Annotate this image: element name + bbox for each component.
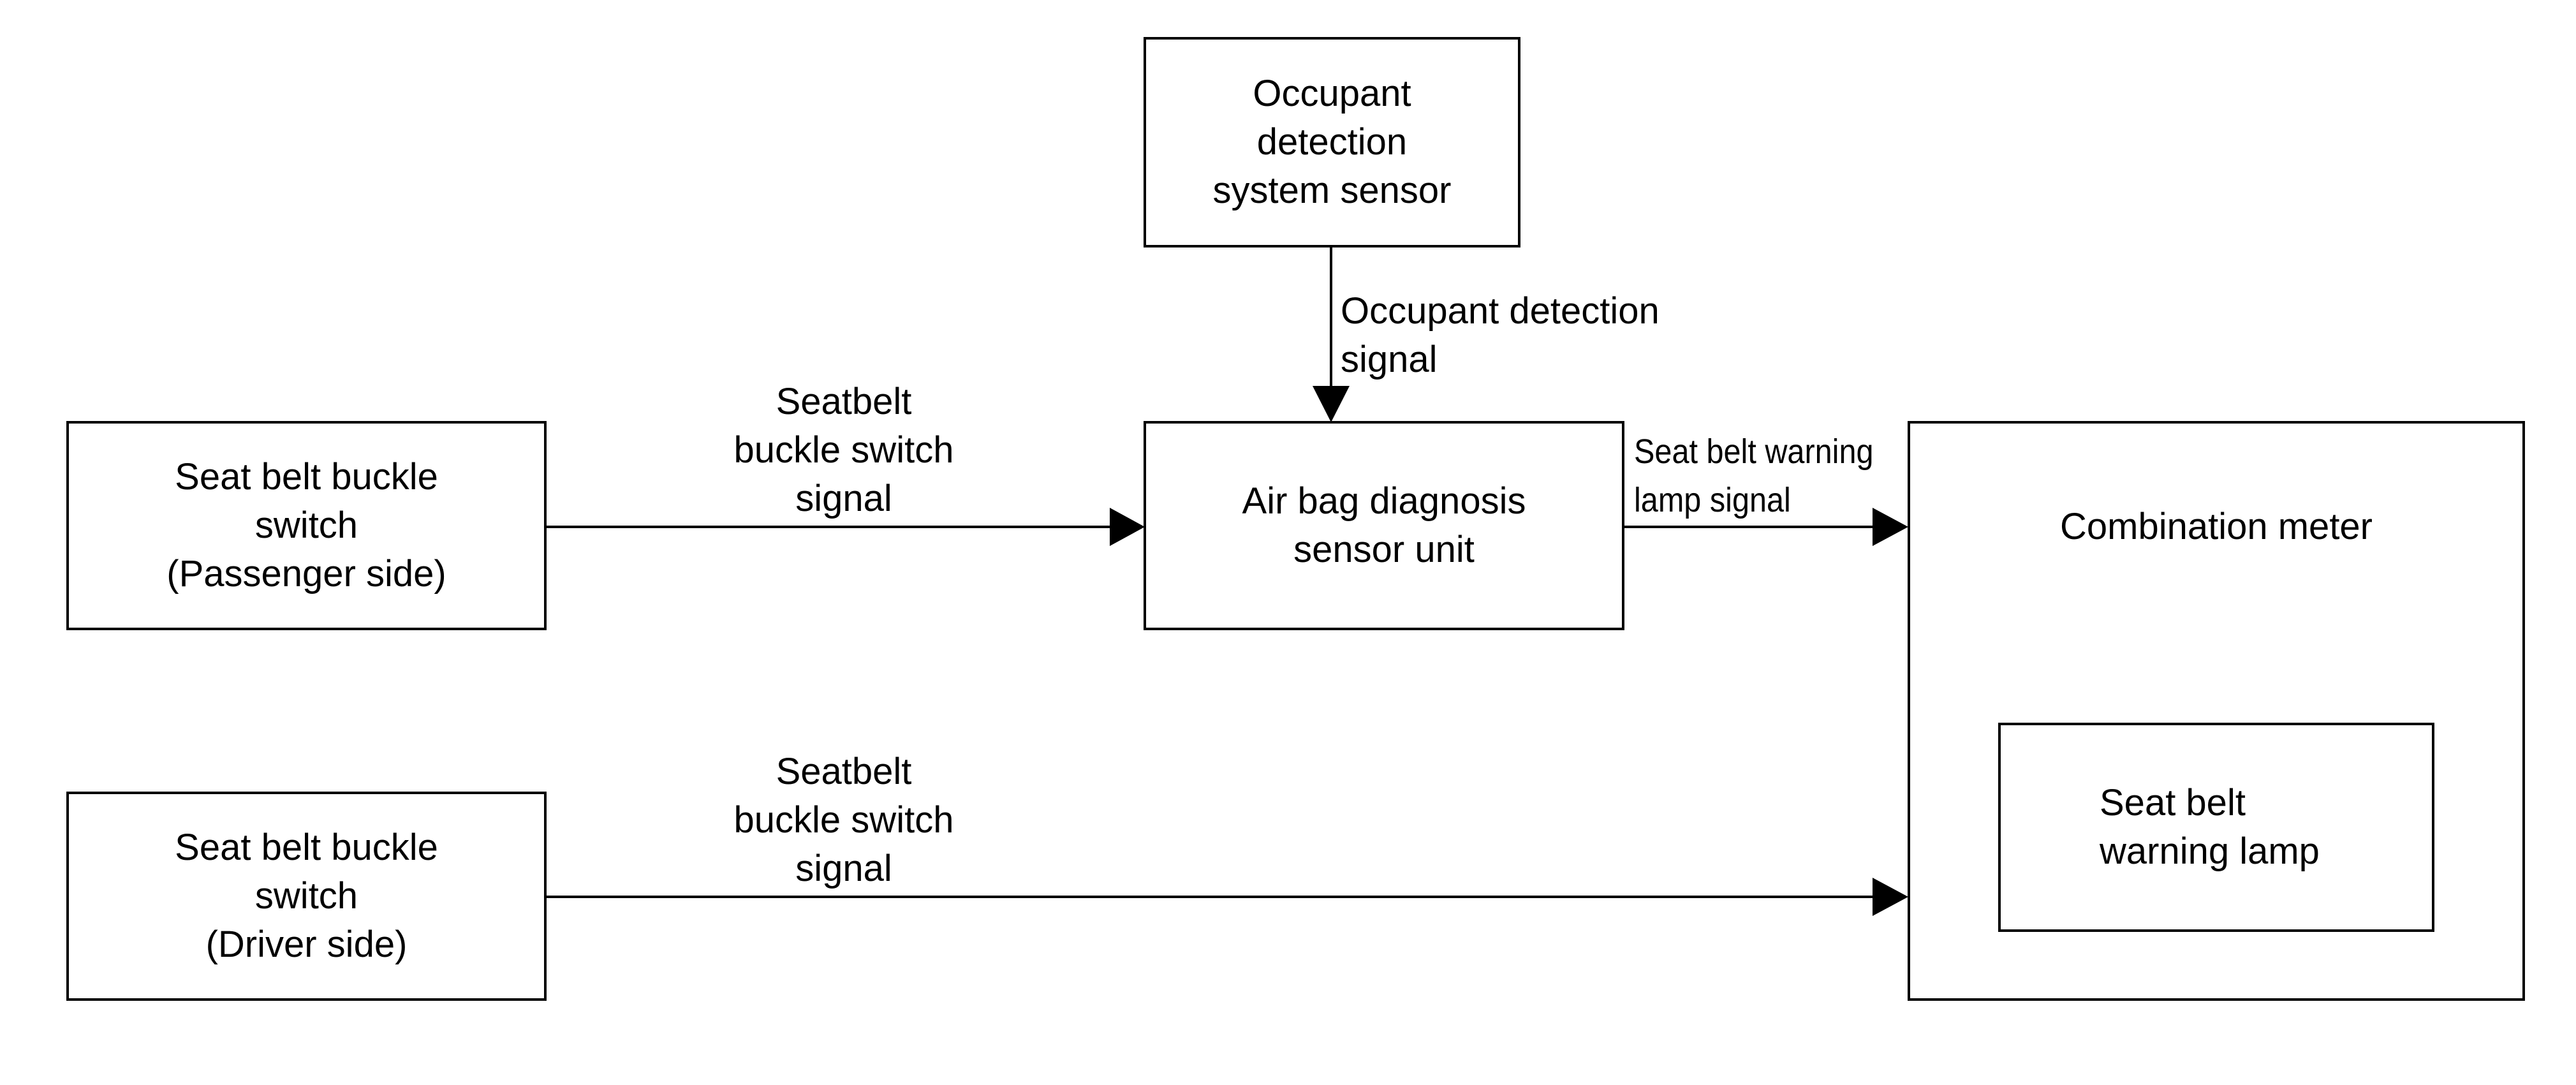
arrowhead-driver-to-meter (1873, 878, 1908, 916)
arrowhead-passenger-to-airbag (1110, 508, 1145, 546)
occupant-detection-sensor-label: Occupant detection system sensor (1212, 73, 1452, 211)
driver-buckle-signal-label: Seatbelt buckle switch signal (733, 751, 954, 889)
combination-meter-label: Combination meter (2060, 506, 2373, 547)
seatbelt-warning-lamp-box: Seat belt warning lamp (1998, 723, 2434, 932)
arrowhead-airbag-to-meter (1873, 508, 1908, 546)
occupant-detection-signal-label: Occupant detection signal (1341, 290, 1660, 380)
driver-buckle-switch-label: Seat belt buckle switch (Driver side) (175, 827, 438, 965)
passenger-buckle-signal-label: Seatbelt buckle switch signal (733, 381, 954, 519)
airbag-diagnosis-unit-box: Air bag diagnosis sensor unit (1144, 421, 1624, 630)
passenger-buckle-switch-label: Seat belt buckle switch (Passenger side) (166, 456, 446, 594)
passenger-buckle-switch-box: Seat belt buckle switch (Passenger side) (66, 421, 547, 630)
driver-buckle-switch-box: Seat belt buckle switch (Driver side) (66, 792, 547, 1001)
seatbelt-warning-lamp-label: Seat belt warning lamp (2100, 782, 2320, 872)
arrowhead-occupant-to-airbag (1313, 386, 1350, 422)
airbag-diagnosis-unit-label: Air bag diagnosis sensor unit (1242, 480, 1526, 570)
occupant-detection-sensor-box: Occupant detection system sensor (1144, 37, 1520, 247)
warning-lamp-signal-label: Seat belt warning lamp signal (1634, 432, 1874, 519)
